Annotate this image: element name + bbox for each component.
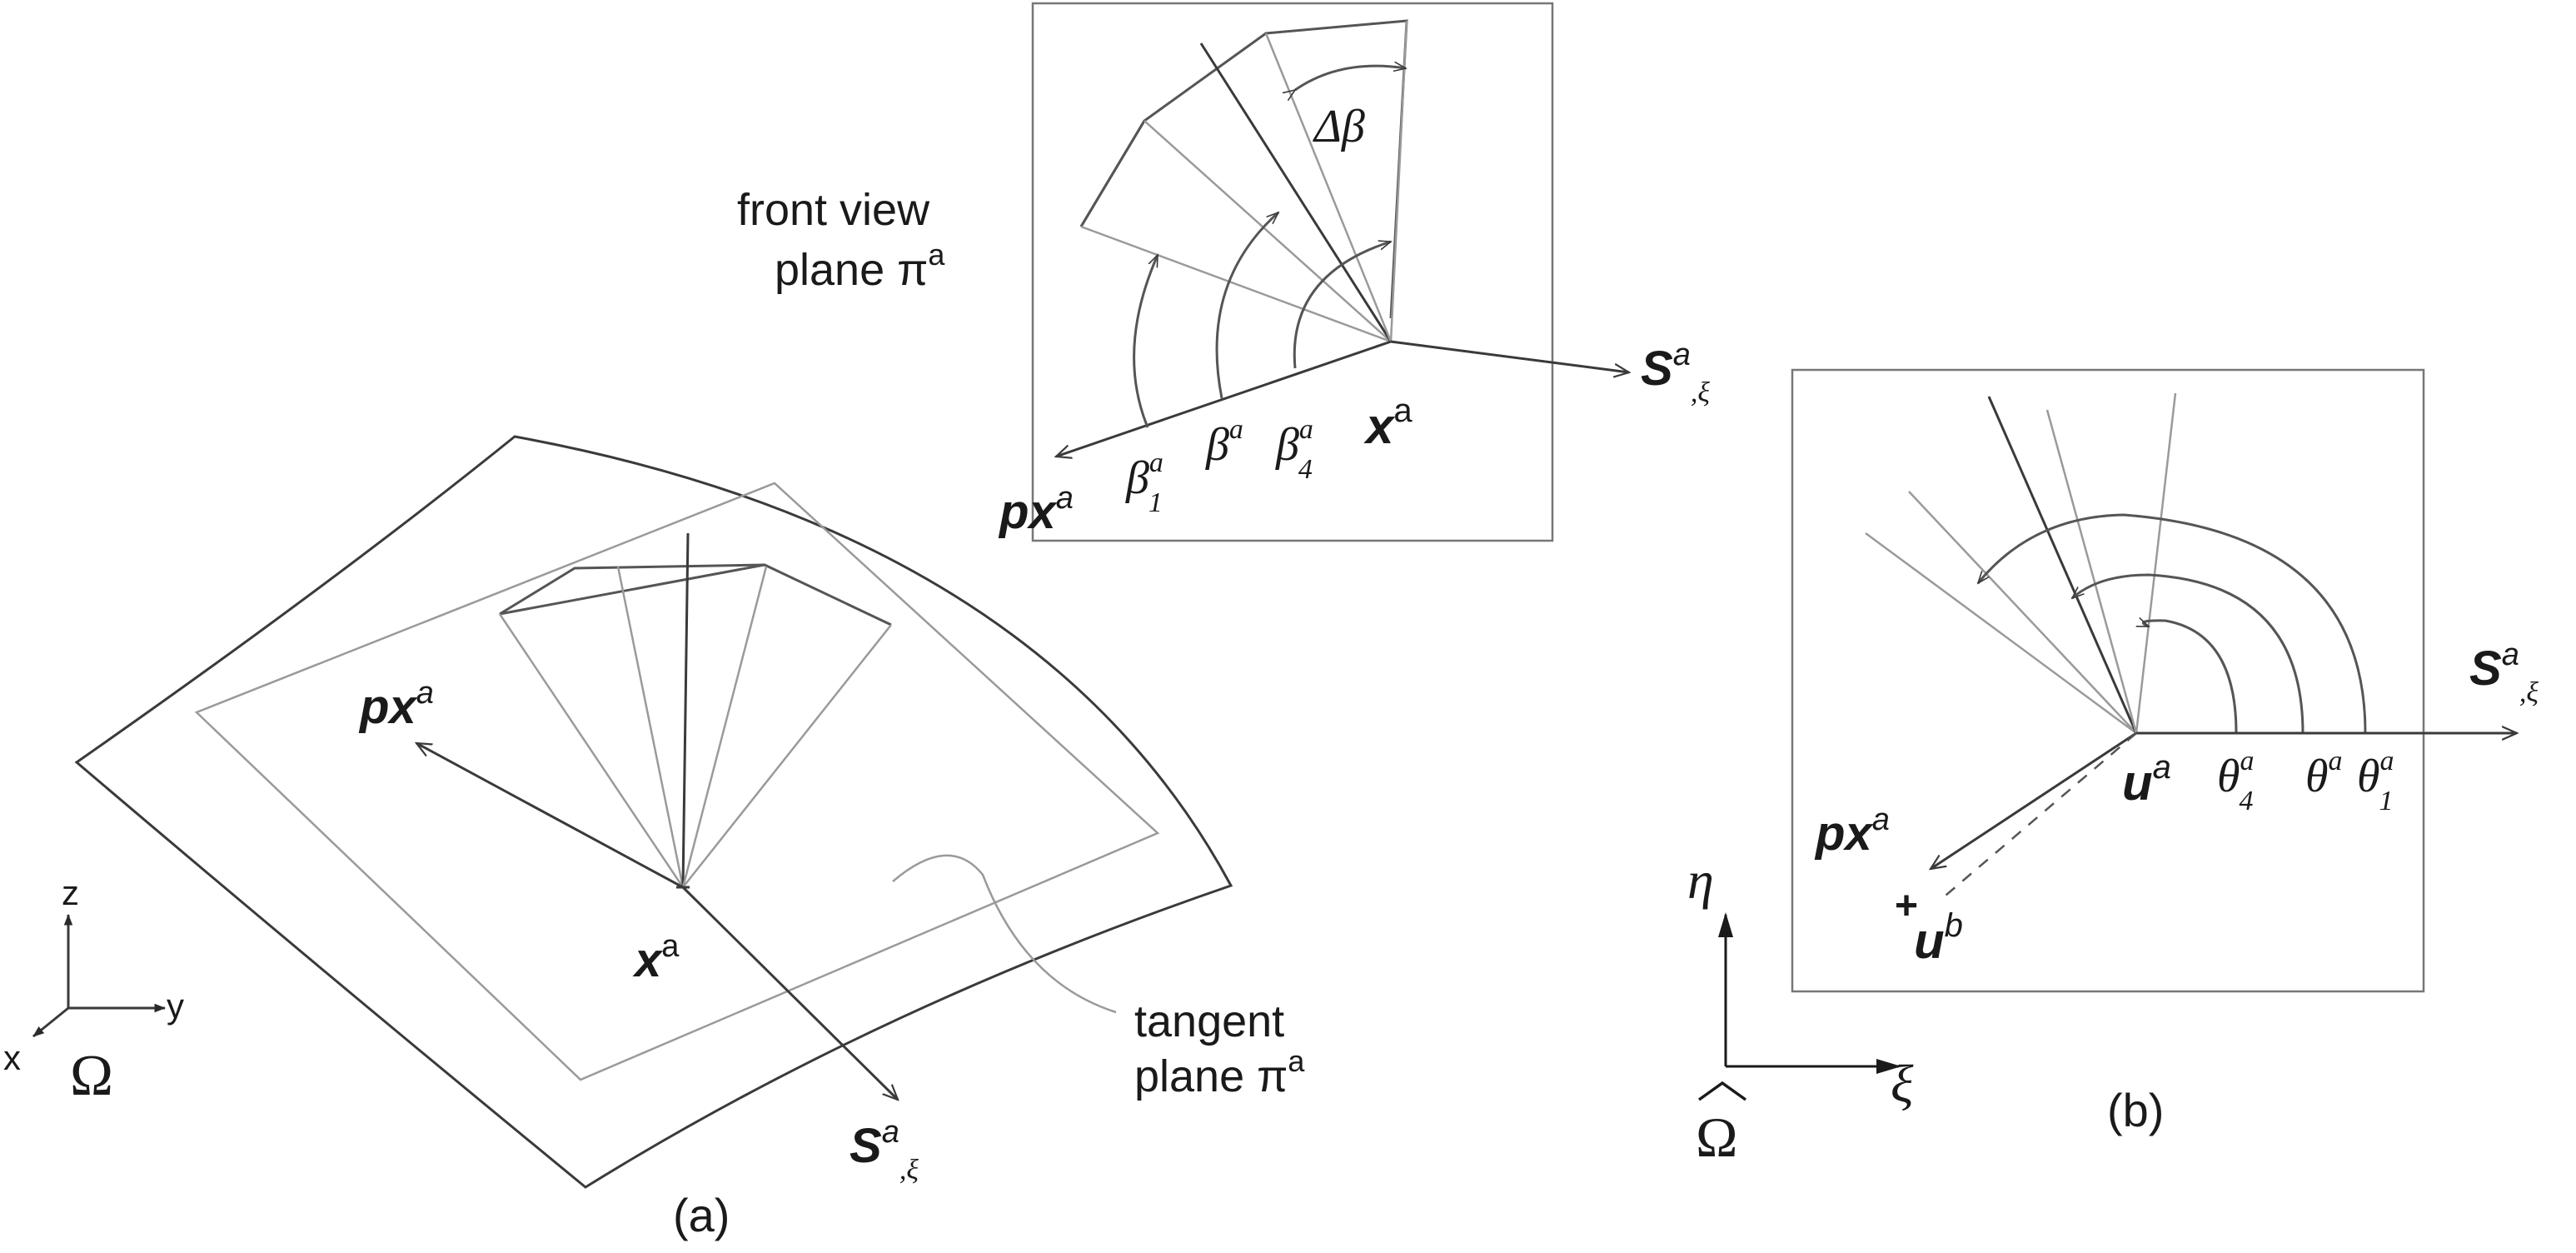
s-vector-front — [1390, 340, 1629, 372]
arc-delta-beta — [1295, 66, 1406, 90]
label-x-a: xa — [632, 929, 680, 987]
axis-x-label: x — [3, 1038, 21, 1077]
dashed-line-ub — [1940, 732, 2137, 901]
front-fan-outline — [1079, 19, 1408, 319]
arc-beta1 — [1133, 255, 1159, 428]
s-vector-a — [681, 886, 898, 1100]
label-x-front: xa — [1363, 392, 1413, 454]
label-ub-mark: + — [1895, 884, 1918, 928]
front-view-title-line2: plane πa — [775, 237, 945, 295]
panel-b-box — [1791, 368, 2425, 993]
label-theta: θa — [2305, 746, 2343, 802]
caption-a: (a) — [673, 1189, 730, 1241]
panel-a: pxa xa Sa,ξ tangent plane πa (a) z y x Ω — [3, 435, 1305, 1241]
px-vector-b — [1931, 731, 2137, 869]
arc-theta4 — [2143, 621, 2238, 734]
axis-xi-label: ξ — [1891, 1054, 1914, 1113]
front-view-box — [1031, 2, 1554, 542]
curved-surface — [74, 435, 1233, 1189]
front-view-title-line1: front view — [737, 185, 930, 235]
axis-z-label: z — [62, 873, 79, 912]
label-u-b: ub — [1914, 907, 1963, 969]
axes-omega-hat: η ξ Ω — [1687, 851, 1914, 1169]
label-s-front: Sa,ξ — [1641, 337, 1710, 408]
label-px-front: pxa — [998, 481, 1074, 539]
axes-omega: z y x Ω — [3, 873, 184, 1108]
label-beta: βa — [1205, 414, 1243, 471]
arc-theta1 — [1978, 513, 2367, 734]
tangent-leader-line — [892, 854, 1117, 1014]
omega-label: Ω — [70, 1044, 113, 1108]
delta-beta-label: Δβ — [1313, 101, 1365, 152]
px-vector-front — [1056, 340, 1392, 457]
tangent-plane — [194, 482, 1160, 1081]
tangent-plane-label-line2: plane πa — [1134, 1044, 1305, 1101]
px-vector-a — [416, 741, 684, 889]
label-s-b: Sa,ξ — [2469, 637, 2539, 708]
label-u-a: ua — [2122, 749, 2171, 811]
caption-b: (b) — [2107, 1084, 2164, 1136]
arc-beta4 — [1293, 242, 1391, 369]
hat-mark — [1697, 1081, 1747, 1101]
tangent-plane-label-line1: tangent — [1134, 996, 1284, 1046]
label-px-a: pxa — [358, 676, 434, 734]
label-s-a: Sa,ξ — [850, 1115, 919, 1186]
omega-hat-label: Ω — [1696, 1106, 1738, 1169]
label-px-b: pxa — [1814, 802, 1890, 861]
arc-beta — [1215, 212, 1278, 399]
axis-y-label: y — [167, 986, 184, 1026]
axis-eta-label: η — [1687, 851, 1714, 910]
arc-theta — [2072, 573, 2304, 734]
tangent-fan — [498, 532, 892, 888]
